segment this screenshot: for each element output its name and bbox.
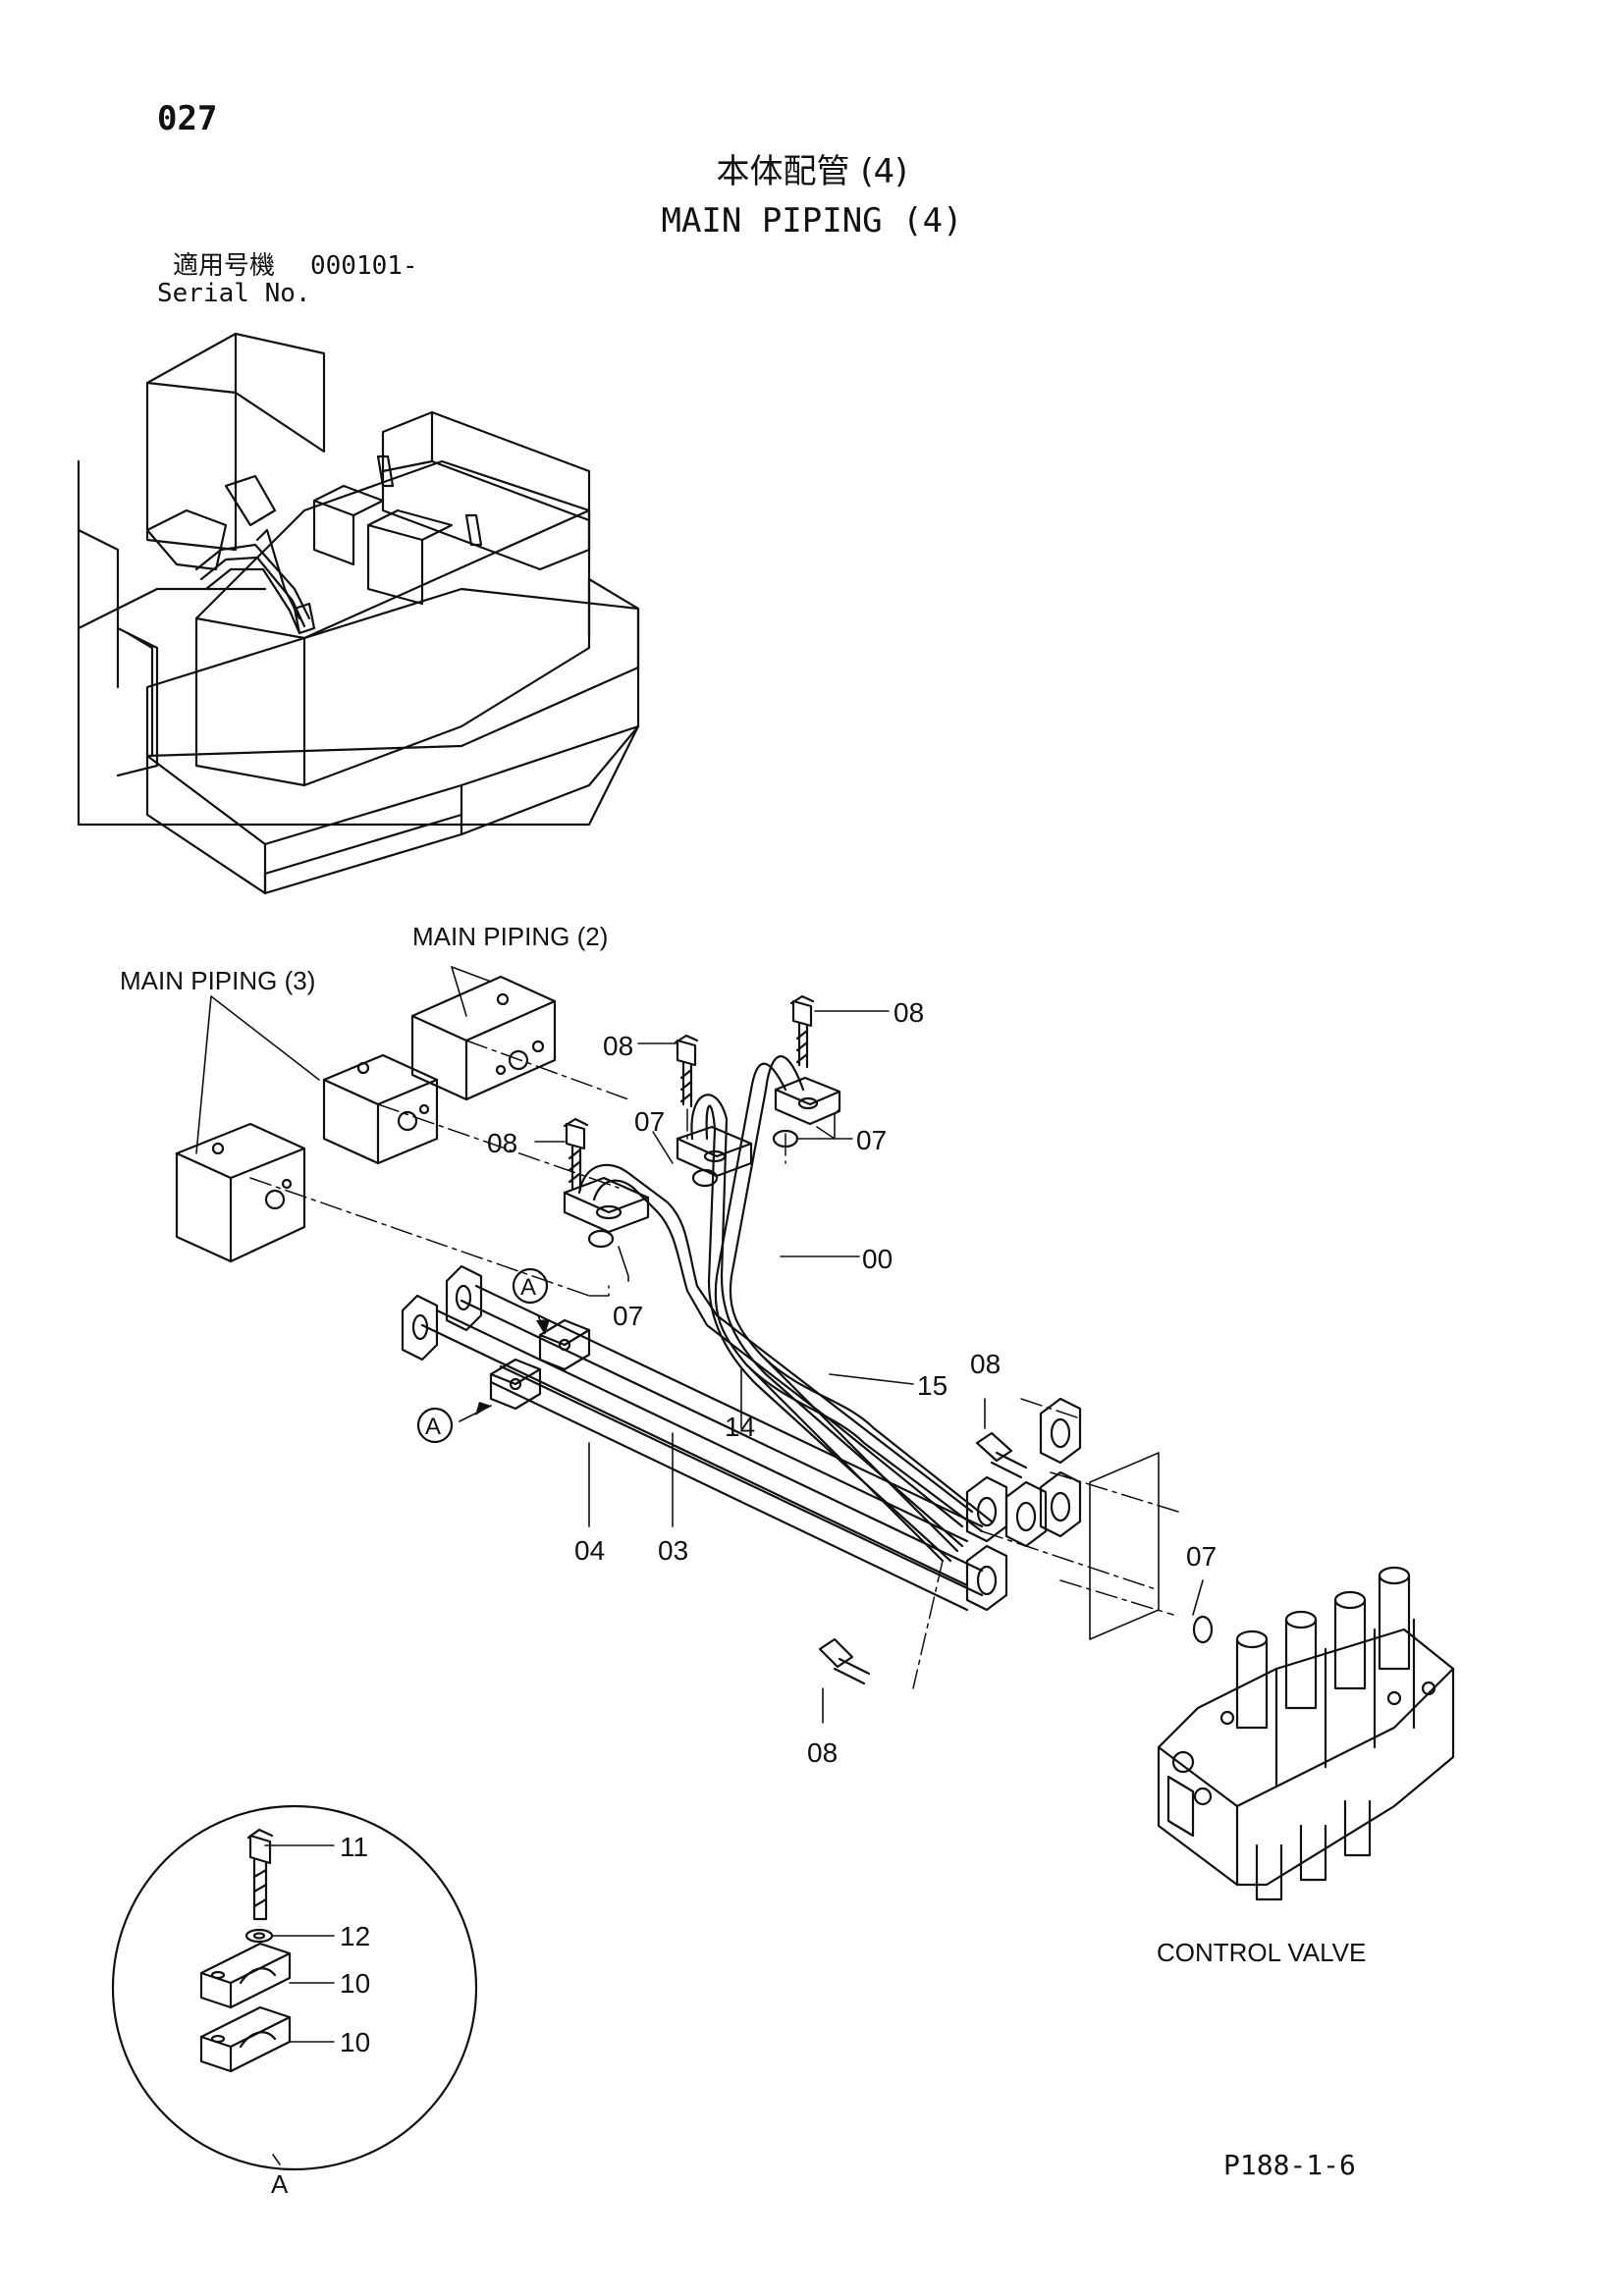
callout-control-valve: CONTROL VALVE — [1157, 1938, 1366, 1967]
part-label-14: 14 — [725, 1412, 755, 1442]
part-label-07: 07 — [856, 1125, 887, 1155]
pipe-end-flanges — [401, 1264, 591, 1411]
straight-pipes — [420, 1284, 984, 1612]
serial-number: 000101- — [310, 251, 418, 281]
serial-label-english: Serial No. — [157, 279, 311, 308]
detail-view-a-label: A — [271, 2169, 289, 2199]
part-label-00: 00 — [862, 1244, 893, 1274]
part-label-07: 07 — [634, 1106, 665, 1137]
part-label-15: 15 — [917, 1370, 947, 1401]
page-title-english: MAIN PIPING (4) — [661, 201, 963, 240]
part-label-04: 04 — [574, 1535, 605, 1566]
hydraulic-pipes — [577, 1055, 994, 1563]
callout-main-piping-3: MAIN PIPING (3) — [120, 966, 315, 995]
valve-side-flanges — [818, 1397, 1214, 1685]
serial-label-japanese: 適用号機 — [173, 251, 276, 281]
manifold-blocks — [175, 975, 557, 1263]
page-title-japanese: 本体配管 (4) — [716, 152, 908, 191]
part-label-12: 12 — [340, 1921, 370, 1951]
part-label-10: 10 — [340, 1968, 370, 1999]
drawing-code: P188-1-6 — [1223, 2149, 1356, 2181]
part-label-08: 08 — [970, 1349, 1001, 1379]
view-a-marker-lower: A — [425, 1414, 441, 1440]
part-label-07: 07 — [613, 1301, 643, 1331]
part-label-10: 10 — [340, 2027, 370, 2057]
part-label-08: 08 — [603, 1031, 633, 1061]
part-label-08: 08 — [807, 1737, 838, 1768]
view-a-marker-upper: A — [520, 1274, 536, 1301]
control-valve-illustration — [1157, 1566, 1455, 1901]
part-label-03: 03 — [658, 1535, 688, 1566]
part-label-11: 11 — [340, 1832, 368, 1862]
part-label-08: 08 — [487, 1128, 517, 1158]
part-label-08: 08 — [893, 997, 924, 1028]
page-number: 027 — [157, 99, 218, 138]
callout-main-piping-2: MAIN PIPING (2) — [412, 922, 608, 951]
detail-view-a — [111, 1804, 478, 2171]
machine-overview-illustration — [77, 332, 640, 895]
part-label-07: 07 — [1186, 1541, 1217, 1572]
